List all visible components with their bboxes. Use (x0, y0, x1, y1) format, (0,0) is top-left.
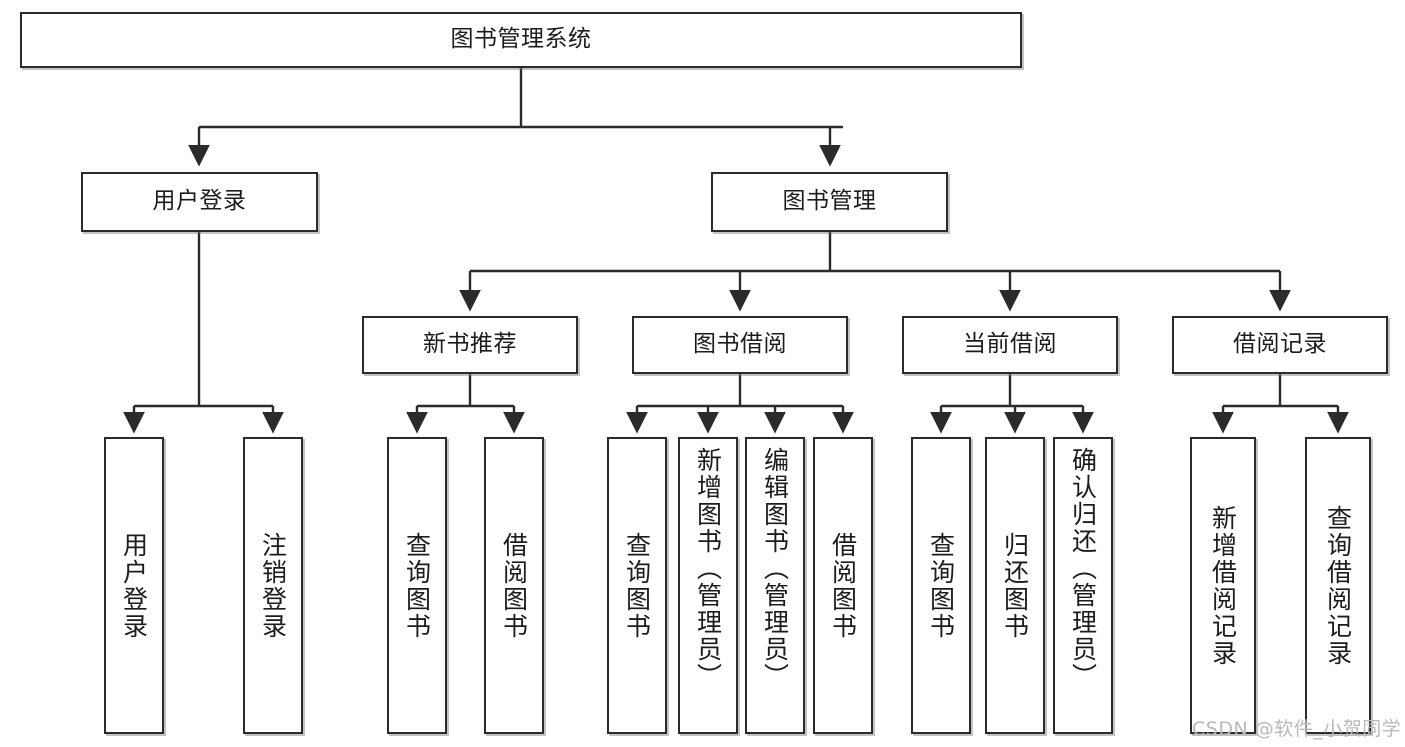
node-leaf-user-login[interactable]: 用户登录 (104, 437, 164, 734)
node-leaf-borrow-book-2[interactable]: 借阅图书 (813, 437, 873, 734)
node-label: 查询图书 (926, 531, 956, 640)
node-label: 注销登录 (258, 531, 288, 640)
node-label: 查询借阅记录 (1323, 504, 1353, 667)
node-label: 借阅图书 (499, 531, 529, 640)
node-new-book-recommend[interactable]: 新书推荐 (362, 316, 578, 374)
node-label: 新书推荐 (423, 331, 517, 358)
node-label: 确认归还（管理员） (1068, 447, 1098, 690)
node-book-management-system[interactable]: 图书管理系统 (20, 12, 1022, 68)
node-label: 新增借阅记录 (1208, 504, 1238, 667)
node-leaf-query-book-1[interactable]: 查询图书 (387, 437, 447, 734)
node-leaf-confirm-return-admin[interactable]: 确认归还（管理员） (1053, 437, 1113, 734)
node-leaf-logout[interactable]: 注销登录 (243, 437, 303, 734)
node-leaf-add-borrow-record[interactable]: 新增借阅记录 (1190, 437, 1256, 734)
node-label: 图书借阅 (693, 331, 787, 358)
node-user-login[interactable]: 用户登录 (81, 172, 318, 232)
node-leaf-return-book[interactable]: 归还图书 (985, 437, 1045, 734)
node-leaf-edit-book-admin[interactable]: 编辑图书（管理员） (745, 437, 805, 734)
node-label: 用户登录 (119, 531, 149, 640)
node-label: 查询图书 (402, 531, 432, 640)
node-book-borrow[interactable]: 图书借阅 (632, 316, 848, 374)
node-leaf-borrow-book-1[interactable]: 借阅图书 (484, 437, 544, 734)
node-label: 新增图书（管理员） (693, 447, 723, 690)
node-leaf-add-book-admin[interactable]: 新增图书（管理员） (678, 437, 738, 734)
node-label: 用户登录 (152, 188, 247, 215)
node-leaf-query-book-2[interactable]: 查询图书 (607, 437, 667, 734)
node-label: 当前借阅 (963, 331, 1057, 358)
node-label: 编辑图书（管理员） (760, 447, 790, 690)
node-borrow-record[interactable]: 借阅记录 (1172, 316, 1388, 374)
node-label: 归还图书 (1000, 531, 1030, 640)
node-book-management[interactable]: 图书管理 (711, 172, 948, 232)
node-leaf-query-borrow-record[interactable]: 查询借阅记录 (1305, 437, 1371, 734)
csdn-watermark: CSDN @软件_小贺同学 (1192, 718, 1402, 740)
node-label: 借阅记录 (1233, 331, 1327, 358)
node-label: 图书管理 (782, 188, 877, 215)
node-label: 借阅图书 (828, 531, 858, 640)
node-label: 图书管理系统 (450, 26, 592, 53)
node-label: 查询图书 (622, 531, 652, 640)
node-current-borrow[interactable]: 当前借阅 (902, 316, 1118, 374)
node-leaf-query-book-3[interactable]: 查询图书 (911, 437, 971, 734)
